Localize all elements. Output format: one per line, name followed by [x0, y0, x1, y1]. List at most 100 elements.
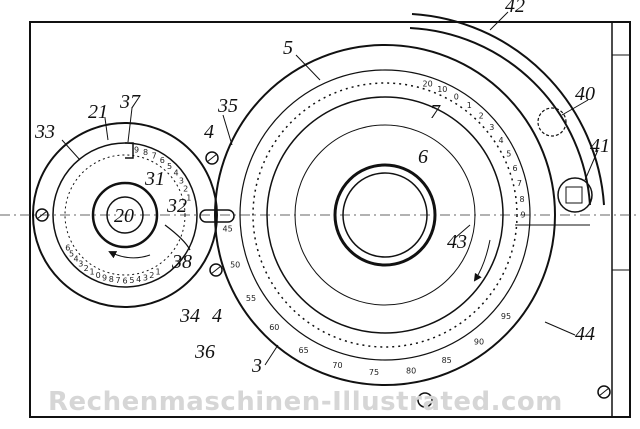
scale-ring: [239, 69, 531, 361]
dial-numeral: 1: [89, 268, 94, 277]
screw-bottom: [417, 392, 433, 408]
ref-44: 44: [575, 323, 595, 345]
ref-5: 5: [283, 37, 293, 59]
dial-numeral: 50: [230, 261, 240, 270]
knob-41: [557, 177, 593, 213]
pivot-upper-slot: [206, 153, 218, 163]
watermark: Rechenmaschinen-Illustrated.com: [48, 387, 563, 417]
link-slot-36: [199, 209, 235, 223]
dial-numeral: 45: [223, 224, 233, 233]
hub-20: [106, 196, 144, 234]
ref-3: 3: [251, 355, 262, 377]
slider-40: [537, 107, 567, 137]
rotation-arrow-left: [108, 251, 151, 259]
dial-numeral: 55: [246, 294, 256, 303]
dial-numeral: 60: [269, 323, 279, 332]
dial-numeral: 90: [474, 338, 484, 347]
ref-4-upper: 4: [204, 121, 214, 143]
screw-slot-left: [36, 210, 48, 220]
dial-numeral: 2: [183, 185, 188, 194]
base-plate: [29, 21, 631, 418]
screw-bottom-right: [597, 385, 611, 399]
pivot-lower: [209, 263, 223, 277]
ref-33: 33: [34, 121, 55, 143]
dial-numeral: 70: [332, 361, 342, 370]
dial-numeral: 20: [423, 79, 433, 88]
dial-numeral: 5: [129, 276, 134, 285]
dial-numeral: 6: [122, 277, 127, 286]
ref-36: 36: [194, 341, 215, 363]
screw-slot-br: [598, 387, 610, 397]
guide-slot-outer: [409, 27, 591, 206]
ref-31: 31: [144, 168, 165, 190]
hub-ring: [91, 181, 159, 249]
dial-numeral: 4: [73, 255, 78, 264]
dial-numeral: 0: [96, 271, 101, 280]
dial-numeral: 6: [160, 156, 165, 165]
knob-41-square: [565, 186, 583, 204]
dial-numeral: 2: [479, 112, 484, 121]
dial-numeral: 4: [499, 136, 504, 145]
inner-dotted-ring: [64, 154, 186, 276]
dial-numeral: 3: [143, 273, 148, 282]
dial-numeral: 7: [517, 179, 522, 188]
dial-numeral: 5: [167, 162, 172, 171]
ref-37: 37: [119, 91, 141, 113]
pivot-lower-slot: [210, 265, 222, 275]
main-dial-assembly: [214, 44, 556, 386]
leader-lines: [61, 11, 630, 366]
dial-numeral: 1: [186, 193, 191, 202]
dial-numeral: 85: [442, 356, 452, 365]
dial-numeral: 7: [152, 151, 157, 160]
ref-32: 32: [166, 195, 187, 217]
dial-numeral: 2: [84, 264, 89, 273]
dial-numeral: 8: [109, 275, 114, 284]
dial-numeral: 10: [437, 85, 447, 94]
dial-numeral: 9: [134, 146, 139, 155]
dial-numeral: 95: [501, 312, 511, 321]
dial-numeral: 7: [116, 276, 121, 285]
pawl-32: [164, 224, 191, 251]
ref-41: 41: [590, 135, 610, 157]
dial-7: [266, 96, 504, 334]
inner-ring: [294, 124, 476, 306]
dial-numeral: 6: [512, 164, 517, 173]
dial-numeral: 3: [78, 260, 83, 269]
ref-43: 43: [447, 231, 467, 253]
dial-numeral: 6: [65, 244, 70, 253]
ref-6: 6: [418, 146, 428, 168]
dial-numeral: 0: [454, 92, 459, 101]
outer-disc-3: [214, 44, 556, 386]
dial-numeral: 5: [506, 150, 511, 159]
dial-numeral: 3: [179, 176, 184, 185]
dial-numeral: 4: [173, 169, 178, 178]
rotation-arrow-main: [473, 239, 491, 282]
left-dial-assembly: [32, 122, 218, 308]
ref-34: 34: [179, 305, 200, 327]
dial-numeral: 1: [155, 268, 160, 277]
dial-numeral: 1: [467, 101, 472, 110]
guide-slot-inner: [411, 13, 605, 206]
dial-numeral: 80: [406, 366, 416, 375]
dial-numeral: 4: [136, 275, 141, 284]
dotted-ring-outer: [252, 82, 518, 348]
dial-numeral: 5: [69, 249, 74, 258]
pivot-upper: [205, 151, 219, 165]
dial-numeral: 65: [299, 346, 309, 355]
dial-numeral: 9: [102, 273, 107, 282]
dial-numeral: 9: [520, 211, 525, 220]
ref-7: 7: [430, 101, 441, 123]
outer-ring-33: [32, 122, 218, 308]
hub-ring-6: [333, 163, 437, 267]
ref-42: 42: [505, 0, 525, 17]
dial-numeral: 75: [369, 368, 379, 377]
ref-4-lower: 4: [212, 305, 222, 327]
ref-35: 35: [217, 95, 238, 117]
ref-20: 20: [114, 205, 134, 227]
dial-numeral: 2: [149, 271, 154, 280]
